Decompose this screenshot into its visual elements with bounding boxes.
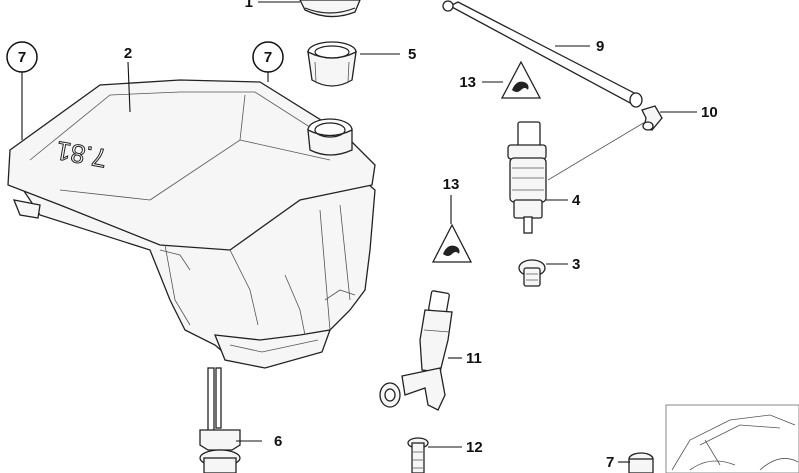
callout-7-left-label: 7: [18, 49, 26, 66]
part-7-clip: [628, 452, 654, 473]
callout-3: 3: [572, 256, 580, 273]
callout-13-upper: 13: [459, 74, 476, 91]
part-3-grommet: [518, 259, 546, 287]
callout-13-lower: 13: [443, 176, 460, 193]
callout-12: 12: [466, 439, 483, 456]
part-4-washer-pump: [507, 121, 547, 234]
callout-9: 9: [596, 38, 604, 55]
callout-5: 5: [408, 46, 416, 63]
warning-label-lower: [431, 223, 473, 263]
part-5-filler-ring: [307, 41, 357, 87]
callout-7-left: 7: [6, 41, 38, 73]
callout-7-bottom: 7: [606, 454, 614, 471]
part-12-screw: [407, 437, 429, 473]
part-10-elbow-connector: [641, 105, 663, 131]
washer-fluid-reservoir: 7.81: [7, 79, 376, 369]
callout-4: 4: [572, 192, 581, 209]
callout-1: 1: [245, 0, 253, 11]
callout-7-center: 7: [252, 41, 284, 73]
callout-7-center-label: 7: [264, 49, 272, 66]
callout-10: 10: [701, 104, 718, 121]
callout-6: 6: [274, 433, 282, 450]
warning-label-upper: [500, 60, 542, 99]
part-9-hose: [442, 0, 643, 108]
part-11-headlight-washer-pump: [379, 290, 453, 411]
car-location-thumbnail: [665, 404, 799, 473]
callout-2: 2: [124, 45, 132, 62]
callout-11: 11: [466, 350, 482, 367]
leader-lines: [21, 1, 697, 463]
part-1-ring: [299, 0, 361, 18]
part-6-level-sensor: [199, 367, 241, 473]
